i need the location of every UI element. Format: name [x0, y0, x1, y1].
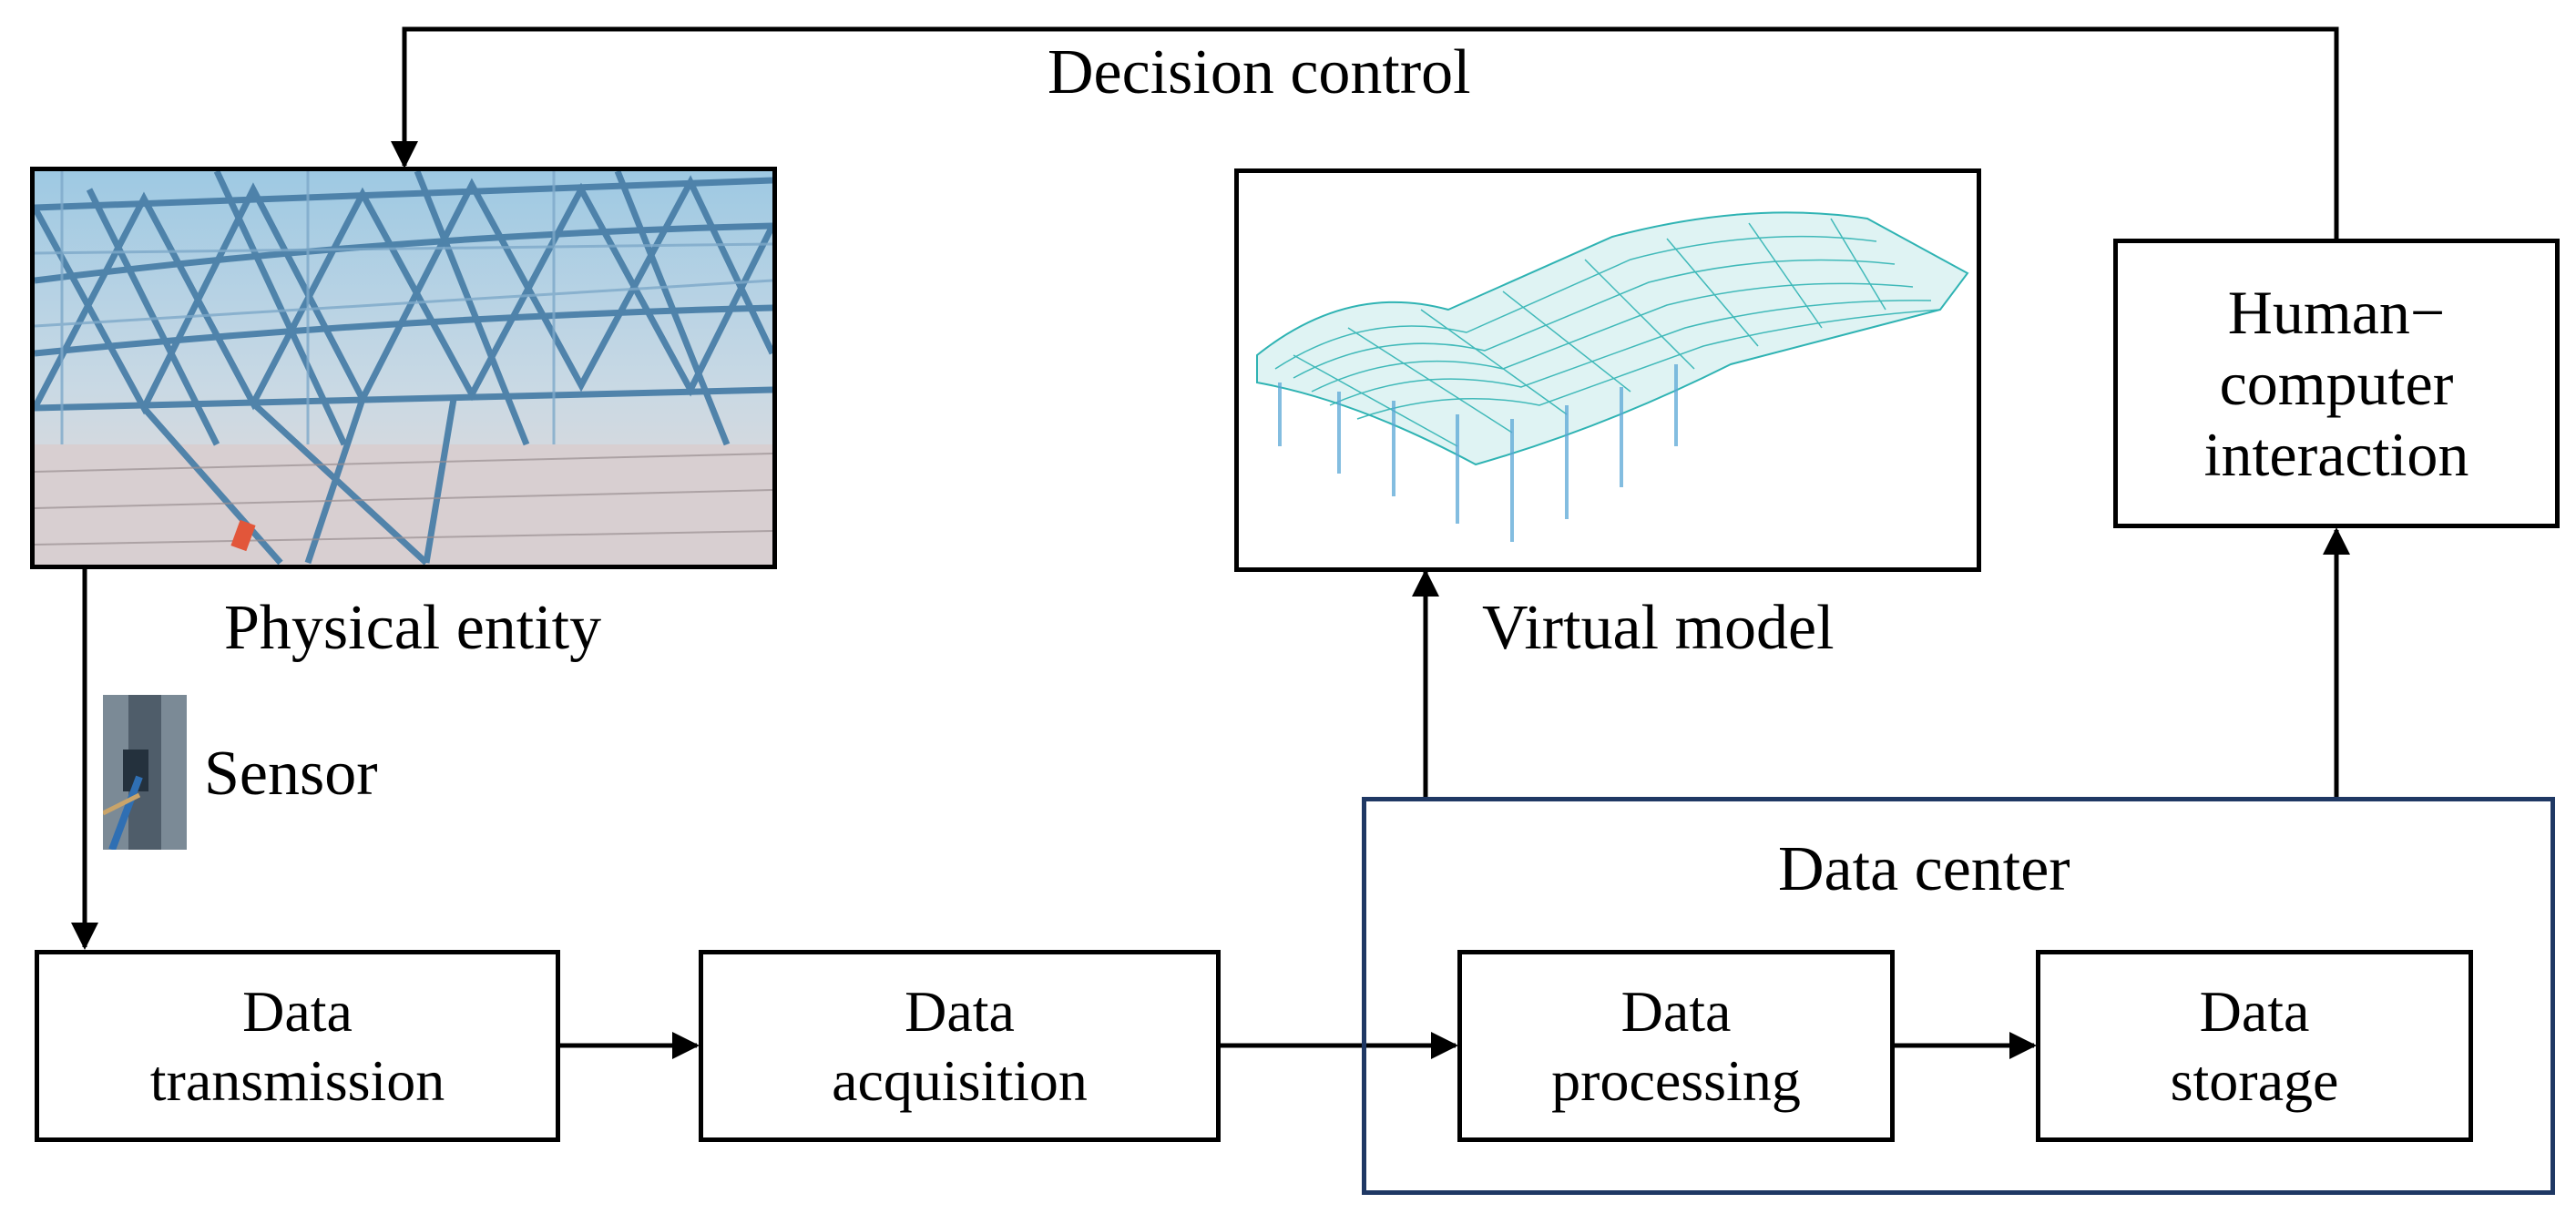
decision-control-arrow: [391, 26, 2339, 239]
data-transmission-box: Data transmission: [35, 950, 560, 1142]
human-computer-interaction-box: Human− computer interaction: [2113, 239, 2560, 528]
sensor-label: Sensor: [204, 739, 378, 809]
hci-label: Human− computer interaction: [2203, 278, 2469, 489]
data-center-container: [1362, 797, 2555, 1195]
data-storage-label: Data storage: [2170, 978, 2339, 1113]
sensor-image: [103, 695, 187, 850]
physical-entity-image: [30, 167, 777, 569]
data-center-title: Data center: [1778, 834, 2070, 904]
virtual-model-image: [1234, 168, 1981, 572]
data-acquisition-label: Data acquisition: [832, 978, 1088, 1113]
decision-control-label: Decision control: [1048, 37, 1471, 107]
data-acquisition-box: Data acquisition: [699, 950, 1221, 1142]
data-transmission-label: Data transmission: [149, 978, 445, 1113]
virtual-model-caption: Virtual model: [1482, 593, 1835, 663]
data-processing-box: Data processing: [1457, 950, 1895, 1142]
data-storage-box: Data storage: [2036, 950, 2473, 1142]
data-processing-label: Data processing: [1551, 978, 1801, 1113]
sensor-photo-illustration: [103, 695, 187, 850]
physical-entity-caption: Physical entity: [224, 593, 602, 663]
steel-truss-illustration: [35, 171, 772, 565]
wireframe-model-illustration: [1239, 173, 1977, 567]
